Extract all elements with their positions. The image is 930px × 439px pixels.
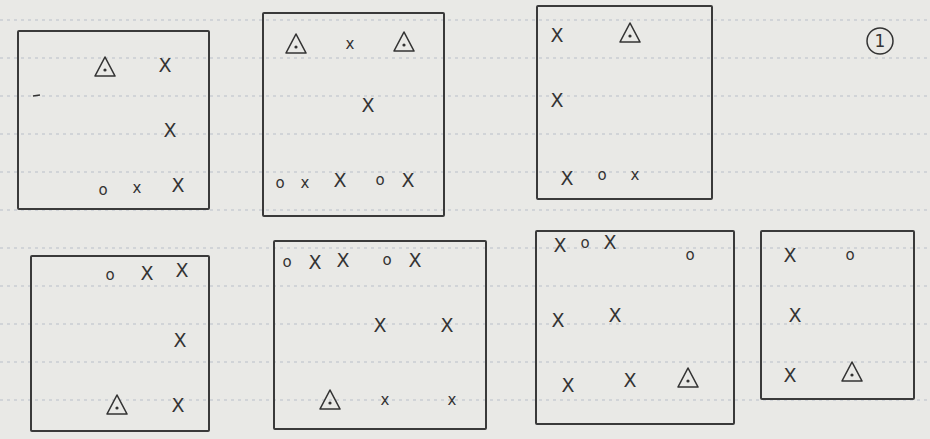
triangle-symbol xyxy=(394,32,414,51)
triangle-symbol xyxy=(678,368,698,387)
tally-mark: X xyxy=(550,26,563,45)
tally-mark: X xyxy=(561,376,574,395)
tally-mark: X xyxy=(361,96,374,115)
ruled-lines xyxy=(0,20,930,400)
tally-mark: o xyxy=(275,176,284,191)
tally-mark: X xyxy=(173,331,186,350)
tally-mark: o xyxy=(382,253,391,268)
tally-mark: o xyxy=(597,168,606,183)
tally-mark: X xyxy=(603,233,616,252)
sketch-box: xXoxXoX xyxy=(262,12,445,217)
tally-mark: x xyxy=(301,176,310,191)
sketch-box: X X Xo x xyxy=(536,5,713,200)
tally-mark: x xyxy=(133,181,142,196)
tally-mark: o xyxy=(845,248,854,263)
tally-mark: o xyxy=(685,248,694,263)
tally-mark: X xyxy=(171,176,184,195)
tally-mark: X xyxy=(408,251,421,270)
page-number: 1 xyxy=(875,33,886,50)
tally-mark: X xyxy=(175,261,188,280)
tally-mark: X xyxy=(553,236,566,255)
sketch-box: oXXXX xyxy=(30,255,210,432)
tally-mark: X xyxy=(608,306,621,325)
sketch-box: XoXX xyxy=(760,230,915,400)
tally-mark: X xyxy=(401,171,414,190)
tally-mark: x xyxy=(346,37,355,52)
tally-mark: X xyxy=(336,251,349,270)
tally-mark: X xyxy=(783,366,796,385)
triangle-symbol xyxy=(320,390,340,409)
triangle-symbol xyxy=(620,23,640,42)
sketch-box: oXXoXXXxx xyxy=(273,240,487,430)
tally-mark: o xyxy=(105,268,114,283)
sketch-box: X Xo x X xyxy=(17,30,210,210)
stray-mark xyxy=(33,95,40,96)
tally-mark: X xyxy=(550,91,563,110)
tally-mark: x xyxy=(381,393,390,408)
dotted-triangles xyxy=(95,23,862,414)
tally-mark: X xyxy=(623,371,636,390)
tally-mark: o xyxy=(375,173,384,188)
sketch-box: XoXoXXXX xyxy=(535,230,735,425)
tally-mark: X xyxy=(171,396,184,415)
tally-mark: x xyxy=(631,168,640,183)
tally-mark: o xyxy=(98,183,107,198)
triangle-symbol xyxy=(286,34,306,53)
tally-mark: X xyxy=(158,56,171,75)
tally-mark: X xyxy=(140,264,153,283)
triangle-symbol xyxy=(95,57,115,76)
tally-mark: X xyxy=(783,246,796,265)
tally-mark: o xyxy=(282,255,291,270)
tally-mark: X xyxy=(163,121,176,140)
page-number-circle xyxy=(867,28,893,54)
tally-mark: X xyxy=(788,306,801,325)
tally-mark: X xyxy=(373,316,386,335)
tally-mark: x xyxy=(448,393,457,408)
triangle-dots xyxy=(103,34,853,409)
triangle-symbol xyxy=(107,395,127,414)
tally-mark: X xyxy=(560,169,573,188)
tally-mark: o xyxy=(580,236,589,251)
triangle-symbol xyxy=(842,362,862,381)
tally-mark: X xyxy=(551,311,564,330)
tally-mark: X xyxy=(440,316,453,335)
tally-mark: X xyxy=(308,253,321,272)
tally-mark: X xyxy=(333,171,346,190)
